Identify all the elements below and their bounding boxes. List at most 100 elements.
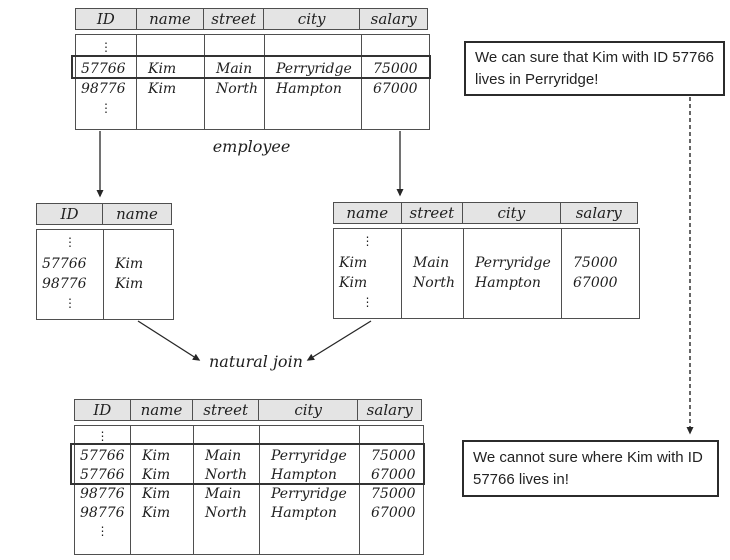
column-header-city: city: [257, 400, 357, 420]
address-table-header: name street city salary: [333, 202, 638, 224]
cell-name: Kim: [130, 465, 193, 484]
table-row: 57766 Kim: [37, 254, 173, 274]
cell-street: North: [193, 503, 259, 522]
cell-name: Kim: [130, 503, 193, 522]
callout-cannot-sure: We cannot sure where Kim with ID 57766 l…: [462, 440, 719, 497]
id-name-table-header: ID name: [36, 203, 172, 225]
name-street-city-salary-table: name street city salary ⋮ Kim Main Perry…: [333, 202, 640, 319]
empty-cell: [561, 229, 639, 253]
cell-city: Hampton: [264, 79, 361, 99]
empty-cell: [103, 294, 173, 319]
callout-can-sure: We can sure that Kim with ID 57766 lives…: [464, 41, 725, 96]
empty-cell: [463, 229, 561, 253]
cell-name: Kim: [130, 446, 193, 465]
cell-id: 57766: [42, 256, 87, 272]
cell-id: 57766: [80, 466, 125, 483]
cell-id: 98776: [80, 485, 125, 502]
id-name-table: ID name ⋮ 57766 Kim 98776 Kim ⋮: [36, 203, 174, 320]
ellipsis: ⋮: [361, 234, 374, 248]
empty-cell: [401, 293, 463, 318]
cell-salary: 75000: [359, 484, 423, 503]
table-row: Kim North Hampton 67000: [334, 273, 639, 293]
cell-name: Kim: [339, 255, 368, 271]
empty-cell: [193, 522, 259, 554]
empty-cell: [259, 522, 359, 554]
table-row: 98776 Kim North Hampton 67000: [75, 503, 423, 522]
table-row: 98776 Kim: [37, 274, 173, 294]
empty-cell: [204, 35, 264, 59]
column-header-name: name: [346, 204, 389, 222]
ellipsis: ⋮: [361, 295, 374, 309]
cell-name: Kim: [103, 254, 173, 274]
column-header-salary: salary: [357, 400, 421, 420]
table-row: 57766 Kim North Hampton 67000: [75, 465, 423, 484]
empty-cell: [463, 293, 561, 318]
cell-street: Main: [401, 253, 463, 273]
ellipsis: ⋮: [100, 101, 112, 115]
empty-cell: [204, 99, 264, 129]
empty-cell: [361, 99, 429, 129]
cell-id: 98776: [42, 276, 87, 292]
ellipsis-row: ⋮: [37, 230, 173, 254]
table-row: 57766 Kim Main Perryridge 75000: [75, 446, 423, 465]
cell-name: Kim: [103, 274, 173, 294]
table-row: 57766 Kim Main Perryridge 75000: [76, 59, 429, 79]
cell-salary: 75000: [361, 59, 429, 79]
employee-table-header: ID name street city salary: [75, 8, 428, 30]
empty-cell: [264, 35, 361, 59]
empty-cell: [264, 99, 361, 129]
employee-table-label: employee: [212, 137, 291, 156]
cell-id: 57766: [81, 61, 126, 77]
cell-salary: 67000: [561, 273, 639, 293]
cell-city: Perryridge: [264, 59, 361, 79]
empty-cell: [259, 426, 359, 446]
empty-cell: [193, 426, 259, 446]
id-name-table-body: ⋮ 57766 Kim 98776 Kim ⋮: [36, 229, 174, 320]
cell-city: Perryridge: [463, 253, 561, 273]
cell-name: Kim: [136, 79, 204, 99]
ellipsis: ⋮: [96, 524, 109, 538]
column-header-street: street: [203, 9, 263, 29]
column-header-name: name: [102, 204, 171, 224]
cell-name: Kim: [136, 59, 204, 79]
empty-cell: [361, 35, 429, 59]
cell-city: Perryridge: [259, 484, 359, 503]
column-header-id: ID: [60, 205, 79, 223]
employee-table: ID name street city salary ⋮ 57766 Kim M…: [75, 8, 430, 130]
ellipsis-row: ⋮: [75, 426, 423, 446]
ellipsis: ⋮: [64, 235, 76, 249]
cell-city: Hampton: [259, 465, 359, 484]
empty-cell: [130, 426, 193, 446]
callout-can-sure-text: We can sure that Kim with ID 57766 lives…: [475, 48, 715, 88]
cell-street: North: [193, 465, 259, 484]
cell-street: Main: [204, 59, 264, 79]
ellipsis-row: ⋮: [334, 229, 639, 253]
cell-salary: 67000: [359, 465, 423, 484]
empty-cell: [136, 99, 204, 129]
column-header-id: ID: [93, 401, 112, 419]
cell-city: Perryridge: [259, 446, 359, 465]
employee-table-body: ⋮ 57766 Kim Main Perryridge 75000 98776 …: [75, 34, 430, 130]
empty-cell: [561, 293, 639, 318]
column-header-street: street: [192, 400, 258, 420]
table-row: 98776 Kim Main Perryridge 75000: [75, 484, 423, 503]
column-header-street: street: [400, 203, 463, 223]
cell-salary: 67000: [359, 503, 423, 522]
joined-table-header: ID name street city salary: [74, 399, 422, 421]
cell-street: North: [401, 273, 463, 293]
cell-salary: 75000: [359, 446, 423, 465]
cell-street: Main: [193, 484, 259, 503]
column-header-salary: salary: [559, 203, 637, 223]
empty-cell: [359, 426, 423, 446]
cell-id: 98776: [81, 81, 126, 97]
column-header-salary: salary: [359, 9, 427, 29]
joined-table-body: ⋮ 57766 Kim Main Perryridge 75000 57766 …: [74, 425, 424, 555]
ellipsis: ⋮: [96, 429, 109, 443]
cell-street: Main: [193, 446, 259, 465]
cell-salary: 67000: [361, 79, 429, 99]
column-header-name: name: [135, 9, 204, 29]
address-table-body: ⋮ Kim Main Perryridge 75000 Kim North Ha…: [333, 228, 640, 319]
callout-cannot-sure-text: We cannot sure where Kim with ID 57766 l…: [473, 448, 703, 488]
joined-result-table: ID name street city salary ⋮ 57766 Kim M…: [74, 399, 424, 555]
ellipsis-row: ⋮: [334, 293, 639, 318]
